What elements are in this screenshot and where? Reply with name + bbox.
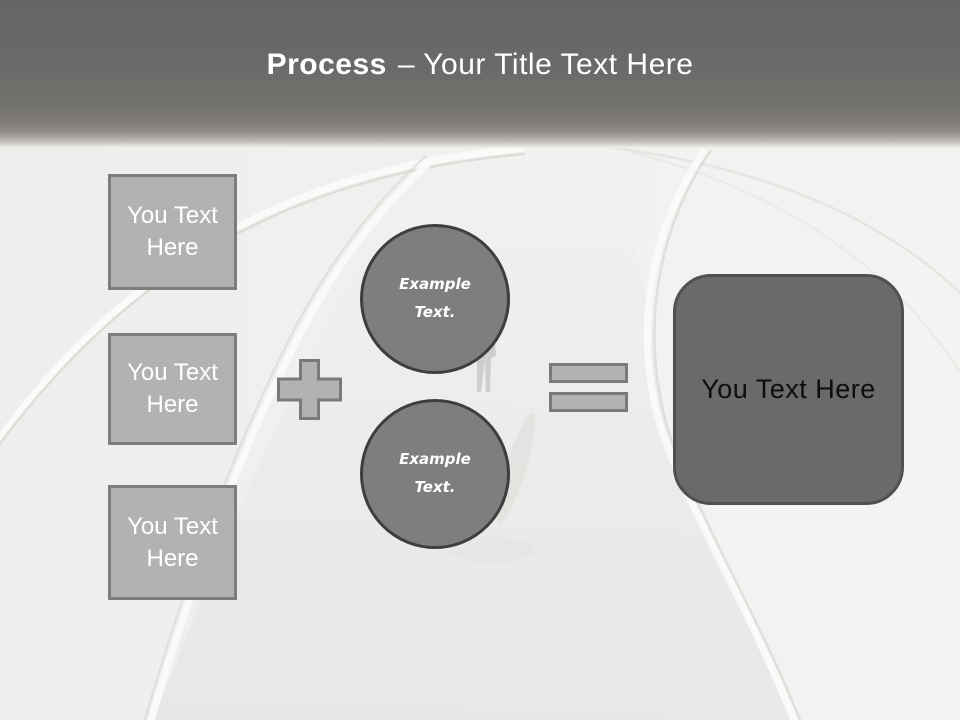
result-box[interactable]: You Text Here (673, 274, 904, 505)
input-box-2[interactable]: You Text Here (108, 333, 237, 445)
slide-header: Process – Your Title Text Here (0, 0, 960, 148)
input-box-3[interactable]: You Text Here (108, 485, 237, 600)
equals-bar-bottom (549, 392, 628, 412)
equals-bar-top (549, 363, 628, 383)
example-circle-1-label: Example Text. (399, 275, 471, 321)
title-placeholder-text: – Your Title Text Here (397, 48, 694, 81)
example-circle-1[interactable]: Example Text. (360, 224, 510, 374)
input-box-1-label: You Text Here (127, 202, 218, 261)
example-circle-2[interactable]: Example Text. (360, 399, 510, 549)
example-circle-2-label: Example Text. (399, 450, 471, 496)
slide-title[interactable]: Process – Your Title Text Here (267, 48, 694, 82)
title-keyword: Process (266, 48, 387, 81)
input-box-2-label: You Text Here (127, 359, 218, 418)
result-box-label: You Text Here (701, 374, 876, 404)
input-box-3-label: You Text Here (127, 512, 218, 572)
equals-icon[interactable] (549, 363, 628, 412)
plus-icon[interactable] (277, 359, 342, 420)
input-box-1[interactable]: You Text Here (108, 174, 237, 290)
